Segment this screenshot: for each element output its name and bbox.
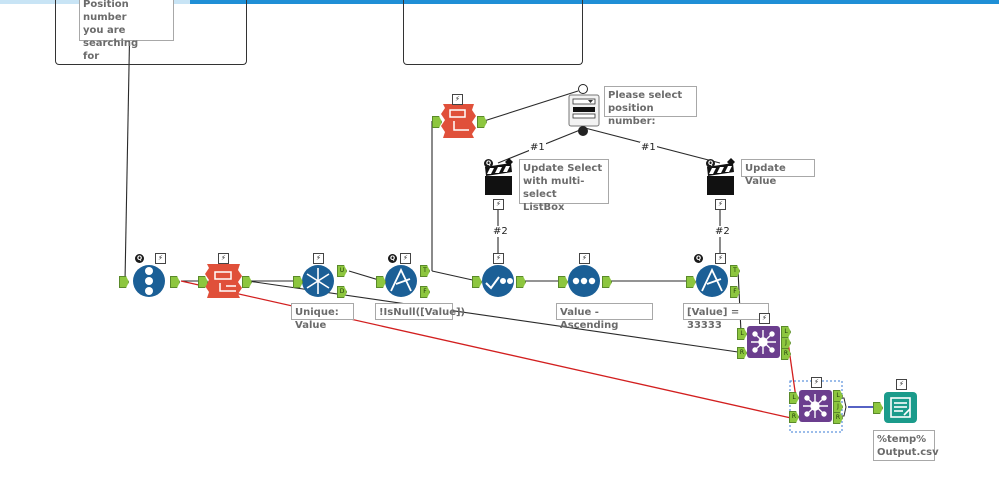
filter-tool-isnull[interactable] (385, 265, 417, 297)
wire-filter2-to-join1 (737, 269, 742, 333)
true-anchor[interactable]: T (420, 265, 430, 277)
record-id-icon (214, 271, 236, 292)
input-anchor[interactable] (432, 116, 442, 128)
annotation-unique[interactable]: Unique: Value (291, 303, 354, 331)
comment-select-prompt[interactable]: Please select position number: (604, 86, 697, 127)
right-output-anchor[interactable]: R (833, 412, 843, 424)
dropdown-question-anchor-top[interactable] (578, 84, 588, 94)
output-anchor[interactable] (170, 276, 180, 288)
bolt-icon: ⚡ (155, 253, 166, 264)
filter-tool-value[interactable] (696, 265, 728, 297)
join-tool-2[interactable] (799, 390, 832, 422)
unique-anchor[interactable]: U (337, 265, 347, 277)
action-diamond-anchor-2[interactable] (727, 158, 735, 166)
record-id-tool[interactable] (205, 264, 242, 298)
bolt-icon: ⚡ (896, 379, 907, 390)
bolt-icon: ⚡ (452, 94, 463, 105)
comment-update-select[interactable]: Update Select with multi-select ListBox (519, 159, 609, 213)
unique-tool[interactable] (302, 265, 334, 297)
left-input-anchor[interactable]: L (789, 392, 799, 404)
right-output-anchor[interactable]: R (781, 348, 791, 360)
bolt-icon: ⚡ (715, 199, 726, 210)
input-anchor[interactable] (686, 276, 696, 288)
question-anchor[interactable]: Q (694, 254, 703, 263)
dropdown-listbox-icon (572, 98, 596, 119)
output-anchor[interactable] (477, 116, 487, 128)
bolt-icon: ⚡ (811, 377, 822, 388)
check-select-icon (485, 276, 513, 290)
output-anchor[interactable] (516, 276, 526, 288)
right-input-anchor[interactable]: R (737, 347, 747, 359)
annotation-output-file[interactable]: %temp% Output.csv (873, 430, 939, 461)
bolt-icon: ⚡ (493, 199, 504, 210)
tool-container-left[interactable] (55, 0, 247, 65)
false-anchor[interactable]: F (730, 286, 740, 298)
duplicate-anchor[interactable]: D (337, 286, 347, 298)
annotation-value-filter[interactable]: [Value] = 33333 (683, 303, 769, 331)
join-tool-1[interactable] (747, 326, 780, 358)
output-file-icon (890, 397, 911, 418)
snowflake-unique-icon (306, 268, 330, 294)
input-anchor[interactable] (472, 276, 482, 288)
bolt-icon: ⚡ (218, 253, 229, 264)
input-anchor[interactable] (873, 402, 883, 414)
input-anchor[interactable] (293, 276, 303, 288)
input-anchor[interactable] (376, 276, 386, 288)
action-diamond-anchor-1[interactable] (505, 158, 513, 166)
wire-red-join1-to-join2 (787, 341, 797, 399)
input-anchor[interactable] (119, 276, 129, 288)
connection-label-3: #2 (492, 226, 509, 237)
filter-icon (701, 267, 723, 292)
bolt-icon: ⚡ (313, 253, 324, 264)
annotation-isnull[interactable]: !IsNull([Value]) (375, 303, 465, 320)
tool-container-middle[interactable] (403, 0, 583, 65)
sort-dots-icon (572, 277, 596, 285)
question-anchor[interactable]: Q (706, 159, 715, 168)
bolt-icon: ⚡ (579, 253, 590, 264)
wire-recordid2-to-dropdown (483, 90, 579, 122)
input-anchor[interactable] (198, 276, 208, 288)
false-anchor[interactable]: F (420, 286, 430, 298)
left-input-anchor[interactable]: L (737, 328, 747, 340)
comment-position-number[interactable]: Position number you are searching for (79, 0, 174, 62)
question-anchor[interactable]: Q (135, 254, 144, 263)
annotation-sort[interactable]: Value - Ascending (556, 303, 653, 331)
text-input-tool[interactable] (133, 265, 165, 297)
dropdown-question-anchor-bottom[interactable] (578, 126, 588, 136)
join-icon (803, 394, 828, 418)
output-anchor[interactable] (242, 276, 252, 288)
wire-recordid-to-join1 (247, 280, 739, 353)
output-anchor[interactable] (602, 276, 612, 288)
comment-update-value[interactable]: Update Value (741, 159, 815, 187)
question-anchor[interactable]: Q (388, 254, 397, 263)
connection-label-2: #1 (640, 142, 657, 153)
bolt-icon: ⚡ (400, 253, 411, 264)
output-tool[interactable] (884, 392, 917, 423)
right-input-anchor[interactable]: R (789, 411, 799, 423)
connection-label-1: #1 (529, 142, 546, 153)
bolt-icon: ⚡ (493, 253, 504, 264)
select-tool[interactable] (482, 265, 514, 297)
numbered-list-icon (145, 267, 153, 295)
record-id-tool-2[interactable] (441, 104, 476, 138)
wire-red-textinput-to-join2 (180, 280, 792, 419)
wire-note-to-textinput (124, 13, 131, 282)
bolt-icon: ⚡ (759, 313, 770, 324)
wire-filter1-to-select (431, 270, 478, 282)
record-id-icon (449, 109, 469, 131)
dropdown-tool[interactable] (568, 94, 600, 127)
input-anchor[interactable] (558, 276, 568, 288)
bolt-icon: ⚡ (715, 253, 726, 264)
true-anchor[interactable]: T (730, 265, 740, 277)
filter-icon (390, 267, 412, 292)
sort-tool[interactable] (568, 265, 600, 297)
join-icon (751, 330, 776, 354)
connection-label-4: #2 (714, 226, 731, 237)
question-anchor[interactable]: Q (484, 159, 493, 168)
